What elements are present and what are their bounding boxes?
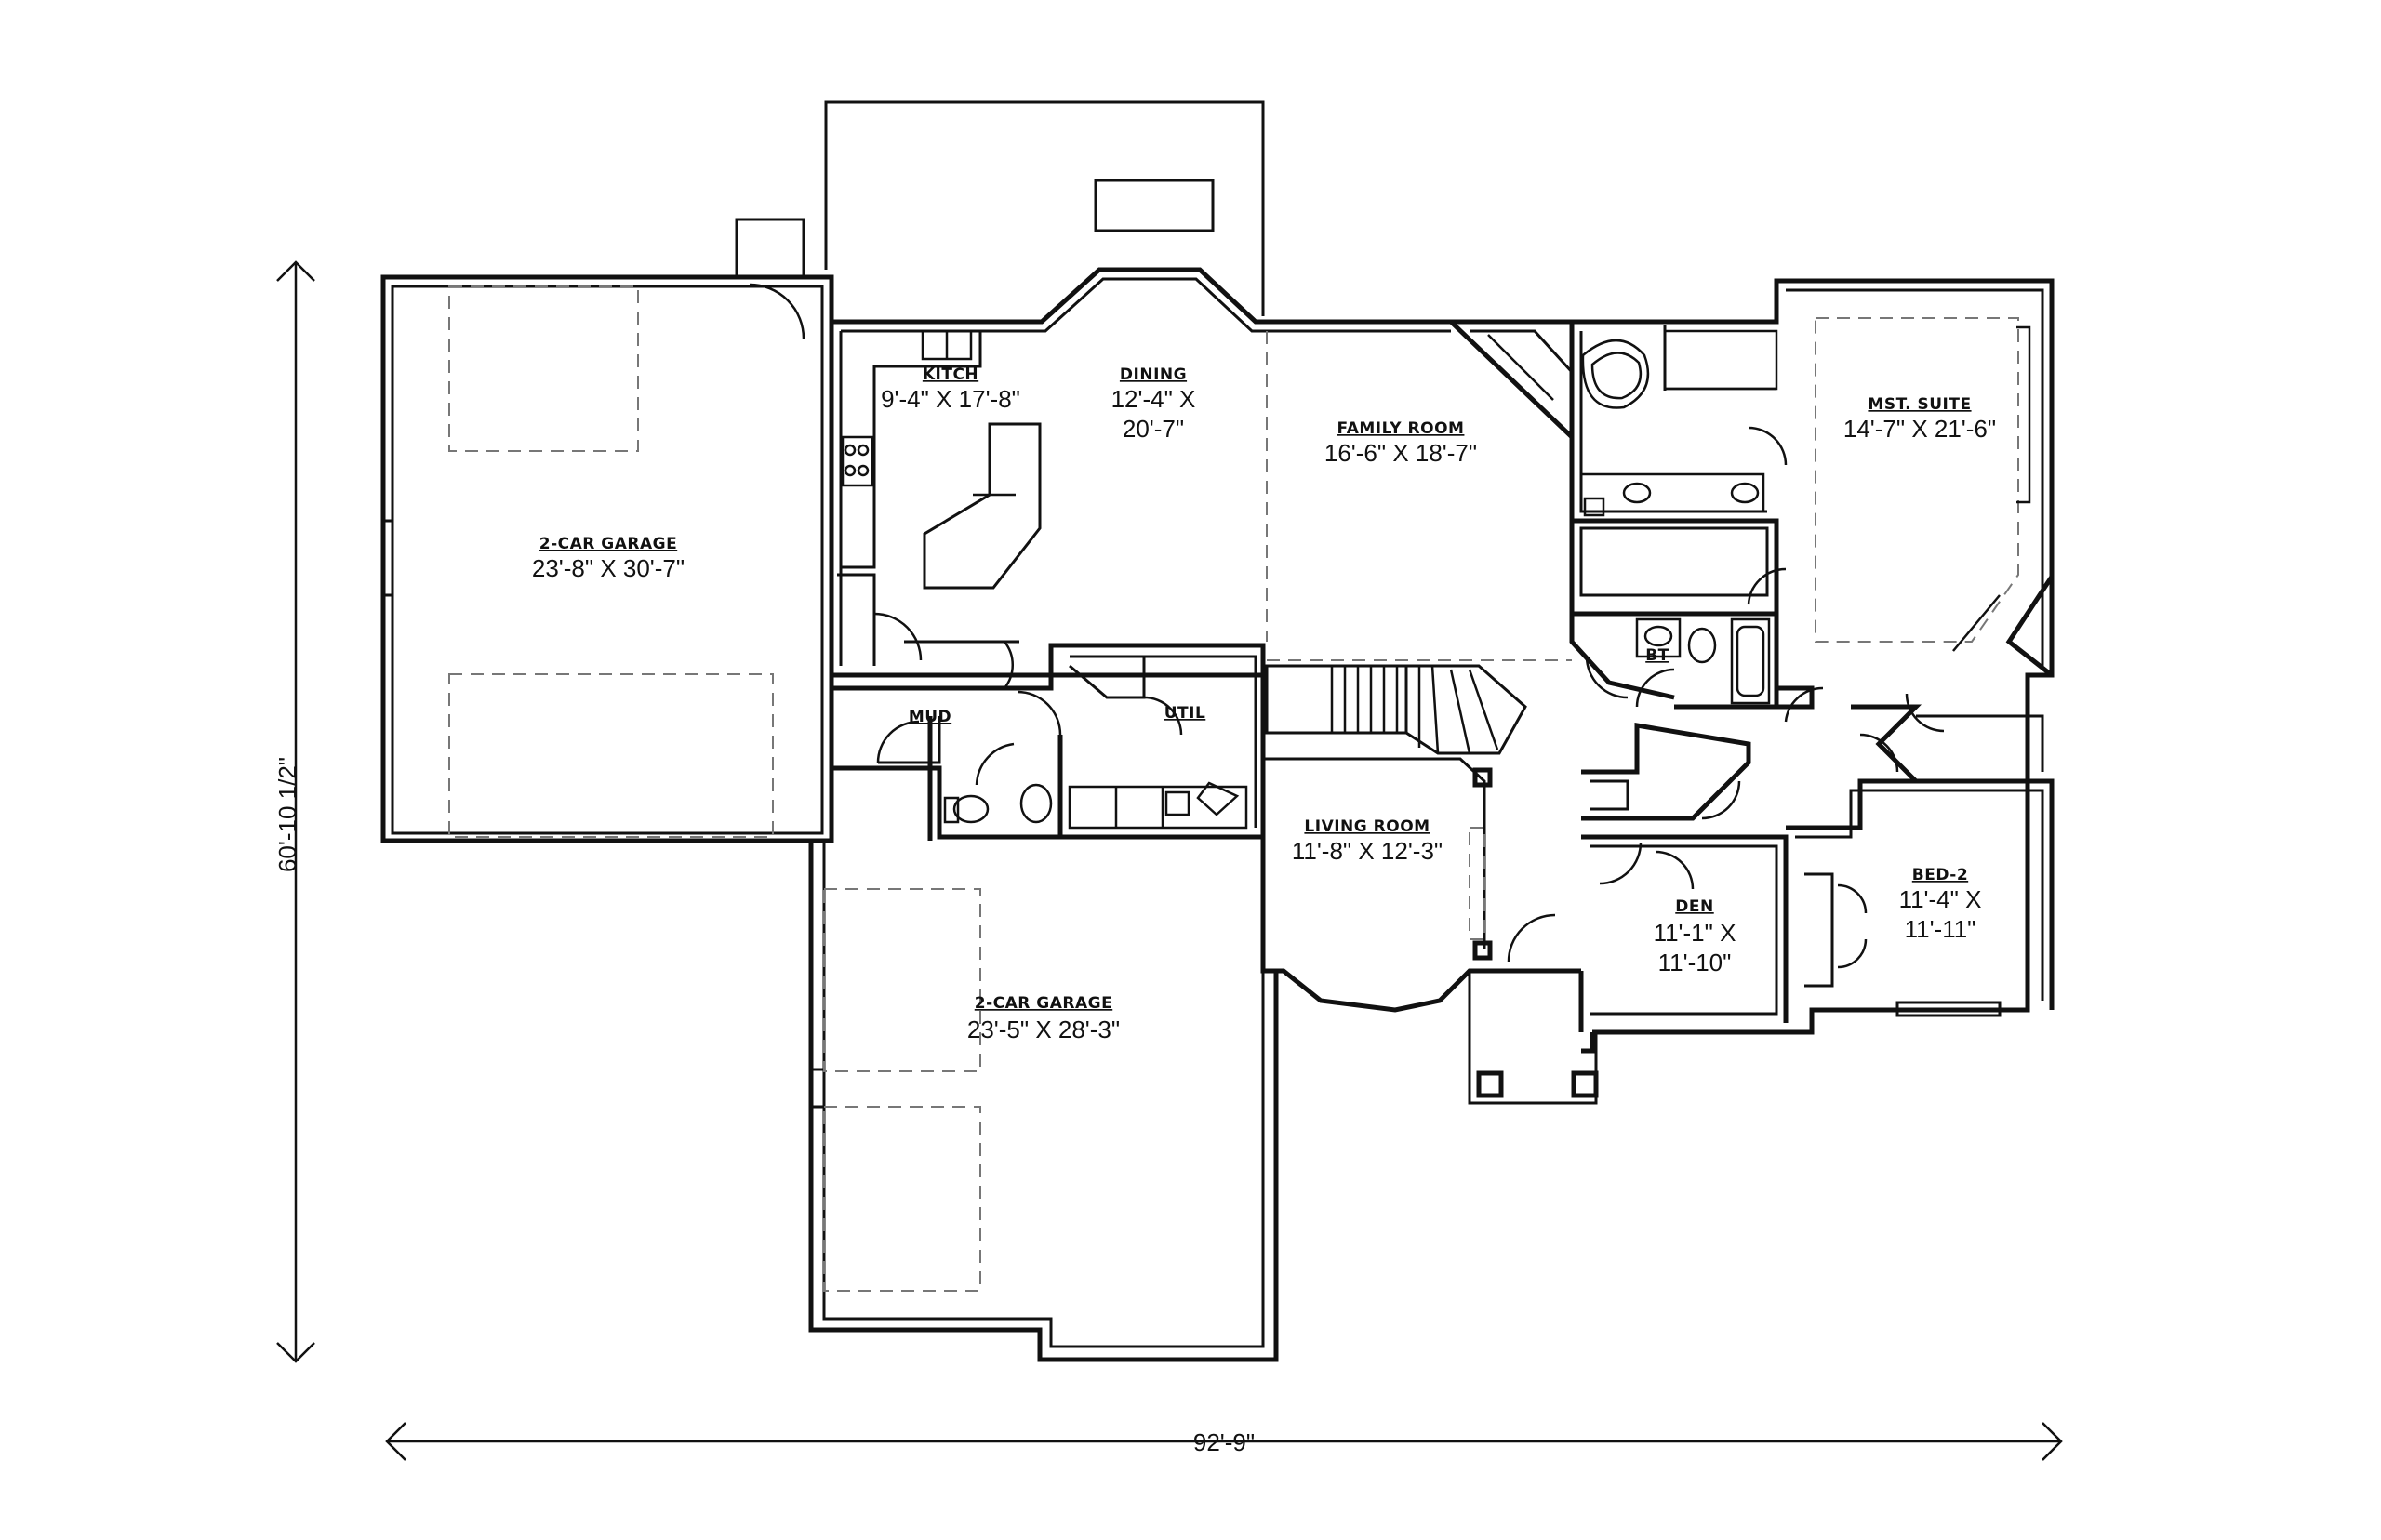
right-garage-parking-outlines [823, 888, 981, 1292]
kitchen-cabinets [837, 329, 1042, 689]
bath-name: BT [1645, 646, 1669, 665]
bed2-name: BED-2 [1912, 866, 1968, 884]
den-name: DEN [1675, 897, 1713, 916]
dining-size-line2: 20'-7" [1123, 415, 1184, 443]
dining-name: DINING [1120, 365, 1187, 384]
family-room-size: 16'-6" X 18'-7" [1324, 439, 1477, 467]
family-room-details [1266, 320, 1675, 700]
living-room-walls [1263, 757, 1556, 962]
garage-left-size: 23'-8" X 30'-7" [532, 554, 685, 582]
overall-depth-label: 60'-10 1/2" [273, 757, 301, 872]
garage-right-size: 23'-5" X 28'-3" [967, 1016, 1120, 1043]
stairs [1265, 664, 1527, 755]
depth-dimension-line [276, 260, 315, 1363]
kitchen-size: 9'-4" X 17'-8" [881, 385, 1020, 413]
bed2-size-line2: 11'-11" [1905, 915, 1976, 943]
overall-width-label: 92'-9" [1193, 1428, 1255, 1456]
left-garage-parking-outlines [448, 285, 774, 838]
bed2-walls [1786, 704, 2055, 1017]
mud-util-walls [831, 643, 1266, 841]
master-suite-name: MST. SUITE [1868, 395, 1971, 414]
master-suite-size: 14'-7" X 21'-6" [1843, 415, 1996, 443]
width-dimension-line [385, 1422, 2063, 1461]
front-porch [1468, 767, 1599, 1105]
hall-bath [1572, 611, 1779, 710]
util-name: UTIL [1164, 704, 1206, 723]
dining-size-line1: 12'-4" X [1111, 385, 1196, 413]
living-room-name: LIVING ROOM [1304, 817, 1430, 836]
mud-name: MUD [909, 708, 951, 726]
den-size-line2: 11'-10" [1658, 949, 1732, 976]
master-suite-details [1674, 317, 2055, 733]
dining-porch [824, 100, 1265, 316]
living-room-size: 11'-8" X 12'-3" [1292, 837, 1443, 865]
garage-left-name: 2-CAR GARAGE [539, 535, 677, 553]
kitchen-name: KITCH [923, 365, 978, 384]
chimney [735, 218, 805, 339]
master-bath [1569, 322, 1788, 605]
family-room-name: FAMILY ROOM [1337, 419, 1465, 438]
garage-right-name: 2-CAR GARAGE [975, 994, 1112, 1013]
den-size-line1: 11'-1" X [1654, 919, 1736, 947]
bed2-size-line1: 11'-4" X [1899, 885, 1982, 913]
den-walls [1581, 723, 1789, 1023]
